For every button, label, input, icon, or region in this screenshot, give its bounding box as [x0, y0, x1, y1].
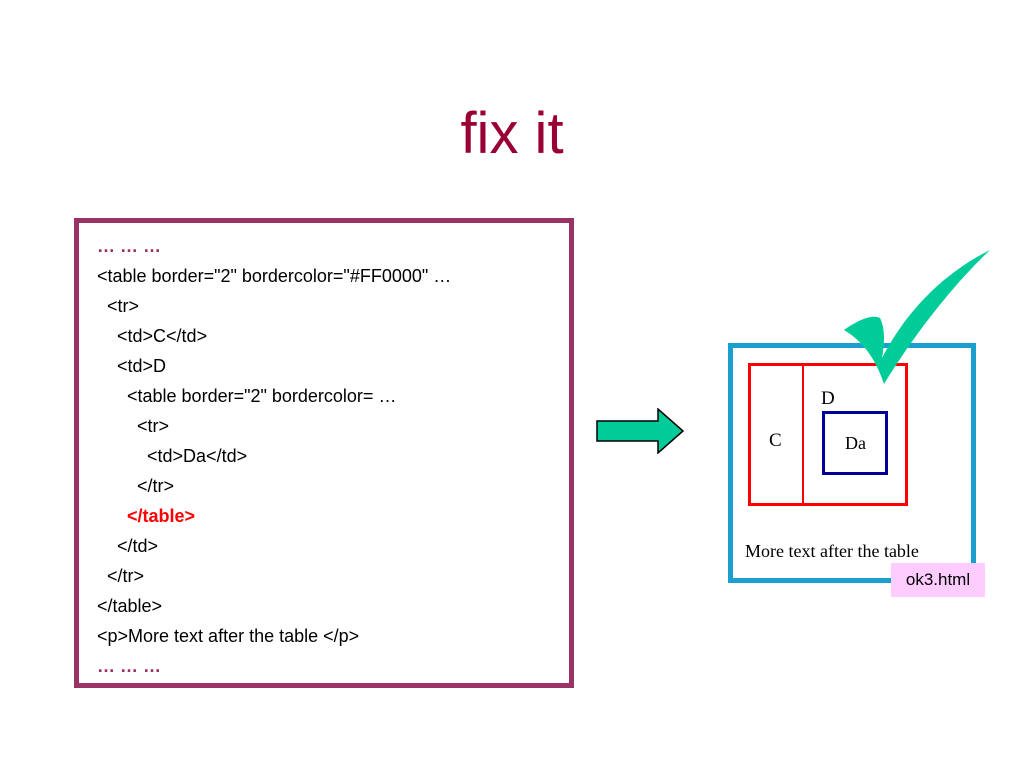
- filename-label: ok3.html: [891, 563, 985, 597]
- code-line: … … …: [97, 236, 162, 256]
- code-line: <td>C</td>: [97, 326, 208, 346]
- code-line: </td>: [97, 536, 159, 556]
- code-line: <td>D: [97, 356, 167, 376]
- cell-d: D: [821, 388, 835, 409]
- code-line-highlight: </table>: [97, 506, 196, 526]
- code-line: <table border="2" bordercolor="#FF0000" …: [97, 266, 452, 286]
- code-box: … … … <table border="2" bordercolor="#FF…: [74, 218, 574, 688]
- code-line: </tr>: [97, 566, 145, 586]
- code-line: </tr>: [97, 476, 175, 496]
- cell-c: C: [769, 430, 782, 451]
- slide-title: fix it: [460, 101, 564, 166]
- code-line: <tr>: [97, 416, 170, 436]
- cell-divider: [802, 366, 804, 503]
- code-line: <tr>: [97, 296, 140, 316]
- code-line: </table>: [97, 596, 163, 616]
- right-arrow-icon: [596, 408, 684, 454]
- code-line: <td>Da</td>: [97, 446, 248, 466]
- code-line: <table border="2" bordercolor= …: [97, 386, 397, 406]
- html-preview: C D Da More text after the table: [728, 343, 976, 583]
- checkmark-icon: [844, 250, 990, 384]
- preview-paragraph: More text after the table: [745, 541, 919, 561]
- outer-table: C D Da: [748, 363, 908, 506]
- code-line: <p>More text after the table </p>: [97, 626, 360, 646]
- code-line: … … …: [97, 656, 162, 676]
- cell-da: Da: [845, 433, 866, 453]
- inner-table: Da: [822, 411, 888, 475]
